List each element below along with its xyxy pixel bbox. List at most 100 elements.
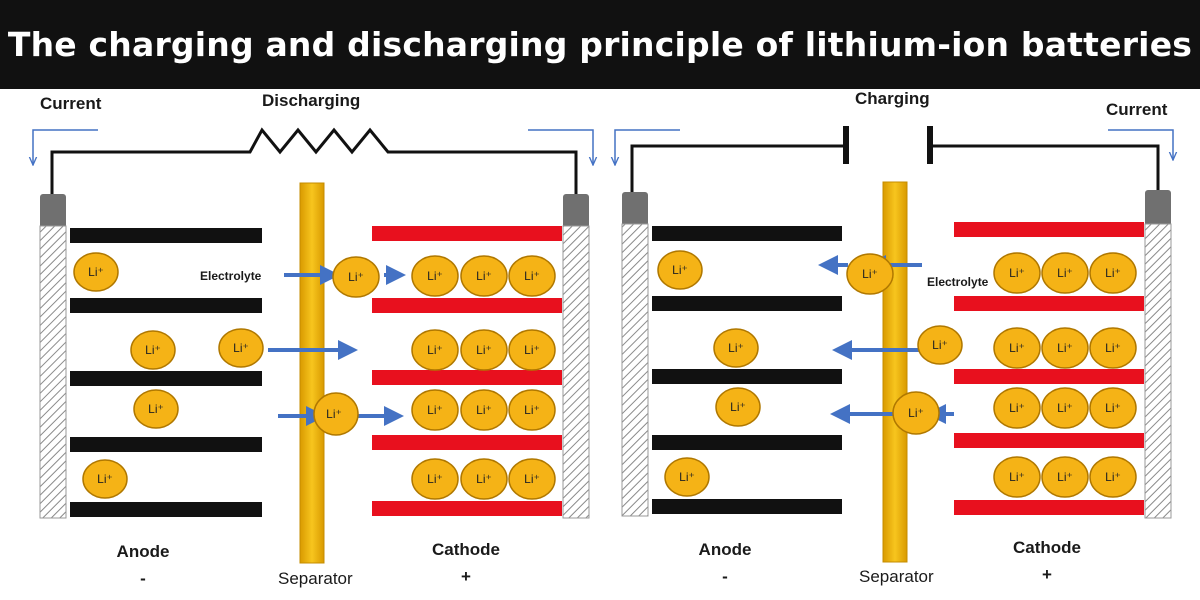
current-label-discharging: Current [40,94,102,113]
diagram-title: The charging and discharging principle o… [7,25,1193,64]
svg-text:Li⁺: Li⁺ [862,267,878,281]
current-label-charging: Current [1106,100,1168,119]
anode-sign-discharging: - [140,569,146,588]
discharging-label: Discharging [262,91,360,110]
li-ion: Li⁺ [1089,456,1137,498]
current-arrow-left [615,129,680,165]
anode-plates [70,228,262,517]
svg-text:Li⁺: Li⁺ [427,403,443,417]
cathode-current-collector [562,225,590,519]
cathode-label-charging: Cathode [1013,538,1081,557]
svg-text:Li⁺: Li⁺ [679,470,695,484]
anode-terminal [622,192,648,226]
svg-text:Li⁺: Li⁺ [1009,266,1025,280]
li-ion: Li⁺ [460,458,508,500]
li-ions-in-transit: Li⁺ Li⁺ [313,256,380,436]
external-circuit-wire [50,127,578,196]
svg-text:Li⁺: Li⁺ [728,341,744,355]
cathode-plates [372,226,562,516]
anode-plates [652,226,842,514]
svg-text:Li⁺: Li⁺ [1057,401,1073,415]
svg-text:Li⁺: Li⁺ [348,270,364,284]
li-ion: Li⁺ [657,250,703,290]
li-ion: Li⁺ [130,330,176,370]
li-ion: Li⁺ [993,456,1041,498]
separator [299,182,325,564]
svg-text:Li⁺: Li⁺ [1009,401,1025,415]
li-ion: Li⁺ [133,389,179,429]
svg-text:Li⁺: Li⁺ [427,269,443,283]
power-source-plate-left [843,126,849,164]
anode-current-collector [39,225,67,519]
svg-text:Li⁺: Li⁺ [145,343,161,357]
li-ions-anode: Li⁺ Li⁺ Li⁺ Li⁺ [657,250,761,497]
li-ion: Li⁺ [993,387,1041,429]
li-ion: Li⁺ [664,457,710,497]
li-ion: Li⁺ [73,252,119,292]
cathode-label-discharging: Cathode [432,540,500,559]
svg-text:Li⁺: Li⁺ [730,400,746,414]
svg-text:Li⁺: Li⁺ [1105,341,1121,355]
li-ion: Li⁺ [993,252,1041,294]
current-arrow-left [33,129,98,165]
li-ion: Li⁺ [508,255,556,297]
li-ion: Li⁺ [218,328,264,368]
svg-text:Li⁺: Li⁺ [1009,341,1025,355]
li-ion: Li⁺ [508,329,556,371]
svg-text:Li⁺: Li⁺ [524,472,540,486]
li-ions-anode: Li⁺ Li⁺ Li⁺ Li⁺ Li⁺ [73,252,264,499]
svg-text:Li⁺: Li⁺ [1105,470,1121,484]
anode-label-discharging: Anode [117,542,170,561]
cathode-sign-charging: + [1042,565,1052,584]
svg-text:Li⁺: Li⁺ [233,341,249,355]
li-ion: Li⁺ [460,389,508,431]
svg-text:Li⁺: Li⁺ [476,403,492,417]
svg-text:Li⁺: Li⁺ [1057,266,1073,280]
anode-label-charging: Anode [699,540,752,559]
li-ion: Li⁺ [715,387,761,427]
li-ions-cathode: Li⁺ Li⁺ Li⁺ Li⁺ Li⁺ Li⁺ Li⁺ Li⁺ Li⁺ Li⁺ … [993,252,1137,498]
svg-text:Li⁺: Li⁺ [524,269,540,283]
li-ion: Li⁺ [460,329,508,371]
cathode-terminal [1145,190,1171,226]
cathode-plates [954,222,1144,515]
svg-text:Li⁺: Li⁺ [476,343,492,357]
electrolyte-label-charging: Electrolyte [927,275,989,289]
cathode-sign-discharging: + [461,567,471,586]
li-ion: Li⁺ [411,458,459,500]
cathode-terminal [563,194,589,228]
svg-text:Li⁺: Li⁺ [326,407,342,421]
cathode-current-collector [1144,223,1172,519]
li-ion: Li⁺ [1089,387,1137,429]
li-ion: Li⁺ [1089,252,1137,294]
electrolyte-label-discharging: Electrolyte [200,269,262,283]
svg-text:Li⁺: Li⁺ [908,406,924,420]
li-ion: Li⁺ [332,256,380,298]
svg-text:Li⁺: Li⁺ [524,403,540,417]
li-ion: Li⁺ [82,459,128,499]
anode-sign-charging: - [722,567,728,586]
external-circuit-wire-right [930,144,1160,196]
svg-text:Li⁺: Li⁺ [97,472,113,486]
svg-text:Li⁺: Li⁺ [1057,470,1073,484]
svg-text:Li⁺: Li⁺ [427,343,443,357]
svg-text:Li⁺: Li⁺ [1009,470,1025,484]
li-ion: Li⁺ [917,325,963,365]
li-ion: Li⁺ [411,389,459,431]
li-ion: Li⁺ [508,389,556,431]
svg-text:Li⁺: Li⁺ [672,263,688,277]
li-ion: Li⁺ [892,391,940,435]
li-ion: Li⁺ [411,329,459,371]
current-arrow-right [1108,129,1173,160]
li-ion: Li⁺ [1041,387,1089,429]
charging-label: Charging [855,89,930,108]
svg-text:Li⁺: Li⁺ [476,269,492,283]
svg-text:Li⁺: Li⁺ [524,343,540,357]
svg-text:Li⁺: Li⁺ [148,402,164,416]
li-ion: Li⁺ [313,392,359,436]
svg-text:Li⁺: Li⁺ [427,472,443,486]
svg-text:Li⁺: Li⁺ [932,338,948,352]
li-ion: Li⁺ [1041,252,1089,294]
li-ions-in-transit: Li⁺ Li⁺ Li⁺ [846,253,963,435]
